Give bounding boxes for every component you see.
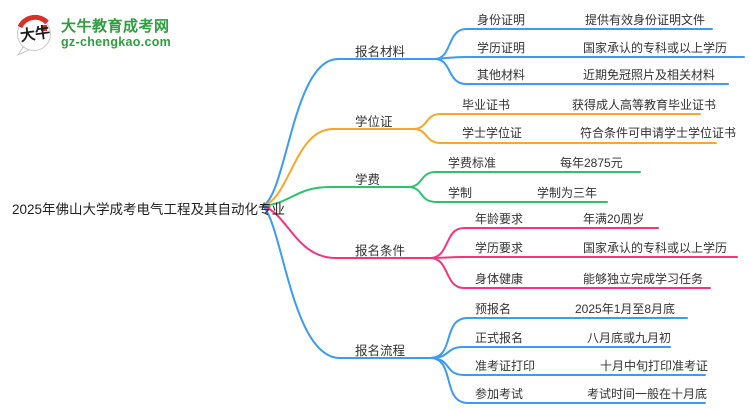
branch-5-child-4-desc: 考试时间一般在十月底 [587, 387, 708, 401]
logo-bull-icon-svg: 大牛 [16, 14, 51, 56]
branch-4-child-2-desc: 国家承认的专科或以上学历 [583, 241, 728, 255]
branch-1-child-2-topic: 学历证明 [477, 41, 526, 55]
branch-4-child-3-line [429, 257, 711, 289]
branch-1-child-3-topic: 其他材料 [477, 68, 526, 82]
branch-1-child-1-desc: 提供有效身份证明文件 [585, 13, 706, 27]
branch-1-child-2-desc: 国家承认的专科或以上学历 [583, 41, 728, 55]
branch-5-child-3-desc: 十月中旬打印准考证 [600, 359, 709, 373]
branch-2-child-2-line [412, 128, 717, 144]
branch-5-child-4-topic: 参加考试 [475, 387, 524, 401]
branch-4-child-1-topic: 年龄要求 [475, 212, 524, 226]
branch-5-child-2-topic: 正式报名 [475, 331, 524, 345]
branch-3-child-1-desc: 每年2875元 [560, 156, 623, 170]
root-topic: 2025年佛山大学成考电气工程及其自动化专业 [12, 202, 286, 217]
logo-bull-icon: 大牛 [13, 12, 55, 56]
branch-3-child-1-line [407, 171, 641, 188]
branch-3-trunk-line [262, 186, 409, 207]
branch-5-child-4-line [429, 357, 706, 404]
branch-4-child-3-desc: 能够独立完成学习任务 [583, 272, 704, 286]
branch-5-trunk-line [262, 205, 431, 359]
logo-text-block: 大牛教育成考网 gz-chengkao.com [61, 18, 171, 50]
branch-2-child-2-desc: 符合条件可申请学士学位证书 [580, 126, 737, 140]
speech-bubble-tail [16, 46, 31, 56]
branch-5-child-3-topic: 准考证打印 [475, 359, 536, 373]
branch-4-topic: 报名条件 [355, 244, 406, 258]
branch-4-trunk-line [262, 205, 431, 259]
branch-1-topic: 报名材料 [355, 45, 406, 59]
site-url: gz-chengkao.com [61, 35, 172, 50]
branch-2-topic: 学位证 [355, 115, 393, 129]
branch-1-child-3-line [434, 58, 729, 85]
branch-5-child-1-desc: 2025年1月至8月底 [575, 302, 676, 316]
branch-5-child-1-topic: 预报名 [475, 302, 512, 316]
branch-4-child-3-topic: 身体健康 [475, 272, 524, 286]
branch-3-topic: 学费 [355, 173, 381, 187]
branch-4-child-2-line [429, 256, 738, 259]
branch-1-child-1-topic: 身份证明 [477, 13, 526, 27]
branch-5-child-2-desc: 八月底或九月初 [587, 331, 672, 345]
branch-3-child-2-line [407, 186, 608, 203]
logo-characters: 大牛 [19, 23, 51, 45]
branch-3-child-2-desc: 学制为三年 [537, 186, 598, 200]
branch-4-child-2-topic: 学历要求 [475, 241, 524, 255]
branch-2-child-1-desc: 获得成人高等教育毕业证书 [572, 98, 717, 112]
branch-1-child-3-desc: 近期免冠照片及相关材料 [583, 68, 716, 82]
branch-2-trunk-line [262, 128, 414, 207]
branch-1-trunk-line [262, 58, 436, 207]
branch-2-child-1-topic: 毕业证书 [462, 98, 511, 112]
branch-4-child-1-desc: 年满20周岁 [583, 212, 645, 226]
branch-5-topic: 报名流程 [355, 344, 406, 358]
branch-3-child-2-topic: 学制 [448, 186, 473, 200]
branch-1-child-2-line [434, 56, 745, 60]
site-name: 大牛教育成考网 [61, 18, 170, 36]
branch-2-child-2-topic: 学士学位证 [462, 126, 523, 140]
branch-5-child-1-line [429, 317, 688, 359]
site-logo: 大牛 大牛教育成考网 gz-chengkao.com [13, 12, 171, 56]
red-seal [41, 25, 47, 31]
branch-3-child-1-topic: 学费标准 [448, 156, 497, 170]
